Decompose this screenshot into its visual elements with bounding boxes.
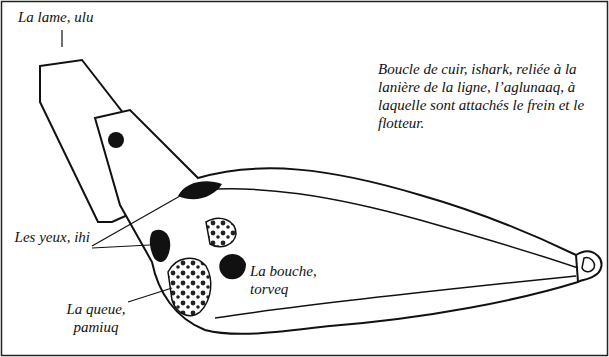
part-label: La queue, pamiuq xyxy=(56,300,136,336)
leader-line xyxy=(92,196,180,246)
eye xyxy=(178,181,222,199)
leather-loop xyxy=(582,258,594,272)
eye xyxy=(150,230,170,262)
leader-line xyxy=(92,245,150,248)
leather-loop xyxy=(576,251,601,282)
lure-body xyxy=(95,110,578,334)
note-text: Boucle de cuir, ishark, reliée à la lani… xyxy=(378,60,600,132)
tail xyxy=(206,218,236,246)
part-label: La bouche, torveq xyxy=(250,262,330,298)
mouth xyxy=(219,254,246,279)
part-label: La lame, ulu xyxy=(18,8,168,26)
part-label: Les yeux, ihi xyxy=(14,228,90,246)
strap-line xyxy=(200,189,578,268)
blade-hole xyxy=(108,132,124,148)
tail xyxy=(168,258,211,315)
leader-line xyxy=(61,30,62,47)
leader-line xyxy=(128,288,172,302)
